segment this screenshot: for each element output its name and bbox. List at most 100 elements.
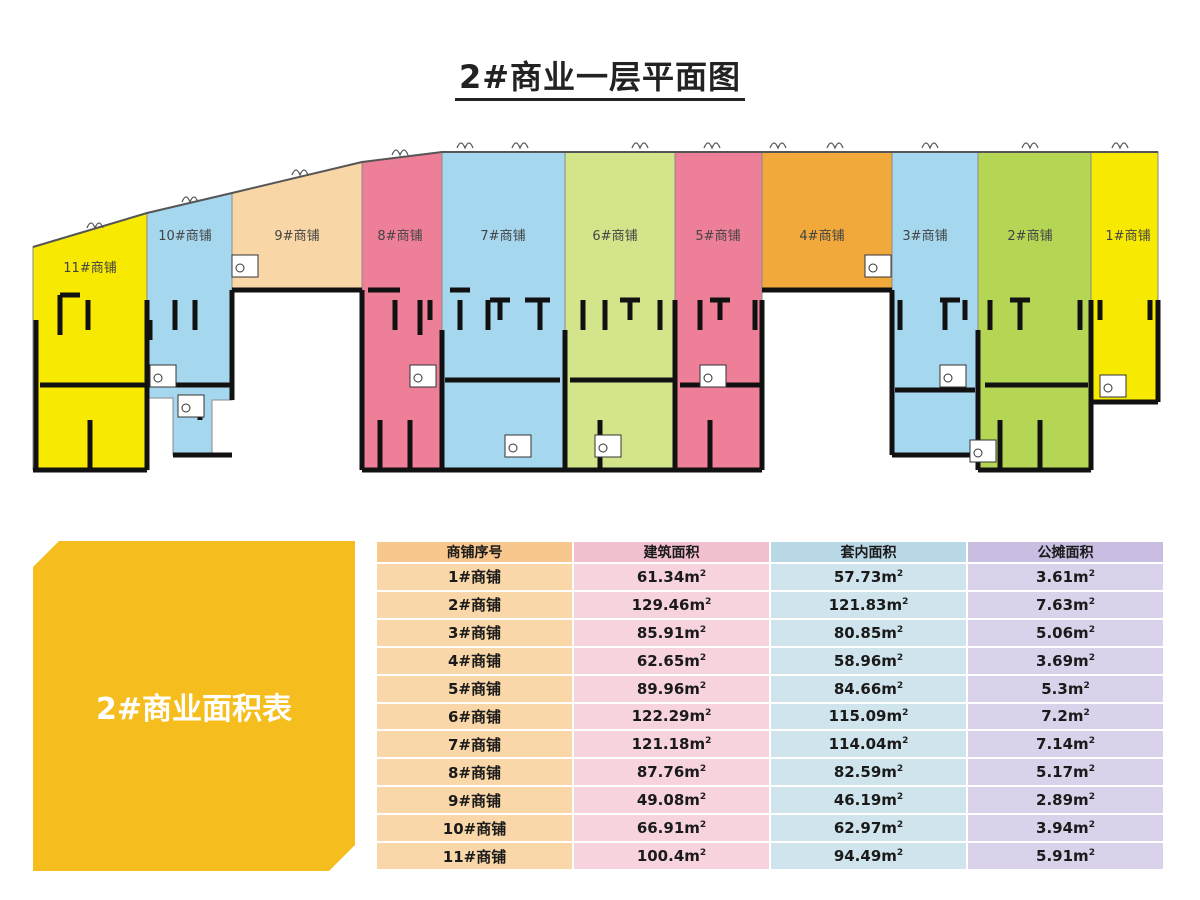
row-shared-area: 7.2m2 [968, 703, 1163, 730]
row-building-area: 61.34m2 [574, 564, 769, 590]
toilet-icon [598, 443, 608, 453]
unit-label: m [684, 847, 700, 866]
unit-superscript: 2 [896, 624, 904, 635]
cell-value: 121.18 [631, 735, 690, 754]
cell-value: 80.85 [833, 623, 882, 642]
cell-value: 129.46 [631, 595, 690, 614]
unit-superscript: 2 [699, 680, 707, 691]
cell-value: 87.76 [636, 763, 685, 782]
shop-11-label: 11#商铺 [63, 261, 116, 276]
cell-value: 2#商铺 [447, 596, 501, 615]
header-shared-area: 公摊面积 [968, 542, 1163, 562]
unit-label: m [1073, 567, 1089, 586]
cell-value: 62.65 [636, 651, 685, 670]
unit-superscript: 2 [896, 568, 904, 579]
unit-superscript: 2 [1083, 680, 1090, 691]
row-building-area: 121.18m2 [574, 731, 769, 758]
unit-label: m [1073, 847, 1089, 866]
page-title-text: 2#商业一层平面图 [454, 58, 746, 101]
cell-value: 10#商铺 [442, 819, 507, 838]
unit-superscript: 2 [896, 792, 904, 803]
unit-superscript: 2 [1088, 596, 1095, 607]
cell-value: 57.73 [833, 567, 882, 586]
row-inner-area: 121.83m2 [771, 591, 966, 618]
toilet-icon [868, 263, 878, 273]
row-inner-area: 84.66m2 [771, 675, 966, 702]
row-shop-name: 8#商铺 [377, 759, 572, 786]
unit-label: m [684, 763, 700, 782]
cell-value: 9#商铺 [447, 791, 501, 810]
toilet-icon [153, 373, 163, 383]
cell-value: 1#商铺 [447, 568, 501, 587]
row-shared-area: 5.17m2 [968, 759, 1163, 786]
row-shop-name: 3#商铺 [377, 619, 572, 646]
header-shop-number: 商铺序号 [377, 542, 572, 562]
unit-label: m [684, 623, 700, 642]
cell-value: 8#商铺 [447, 763, 501, 782]
row-inner-area: 80.85m2 [771, 619, 966, 646]
unit-label: m [1073, 623, 1089, 642]
shop-7-label: 7#商铺 [480, 229, 525, 244]
shop-9-label: 9#商铺 [274, 229, 319, 244]
unit-superscript: 2 [1088, 820, 1095, 831]
unit-label: m [689, 735, 706, 754]
unit-label: m [1067, 679, 1084, 698]
badge-shape [33, 541, 355, 871]
cell-value: 5.3 [1041, 679, 1068, 698]
cell-value: 58.96 [833, 651, 882, 670]
shop-2-label: 2#商铺 [1007, 229, 1052, 244]
unit-superscript: 2 [902, 736, 909, 747]
row-shop-name: 4#商铺 [377, 647, 572, 674]
toilet-icon [235, 263, 245, 273]
restroom-icon [864, 254, 892, 278]
unit-label: m [1067, 707, 1084, 726]
row-inner-area: 46.19m2 [771, 787, 966, 814]
door-swing [456, 142, 474, 150]
unit-superscript: 2 [705, 736, 712, 747]
labels-layer: 1#商铺2#商铺3#商铺4#商铺5#商铺6#商铺7#商铺8#商铺9#商铺10#商… [63, 229, 1150, 276]
restroom-icon [1099, 374, 1127, 398]
row-shared-area: 7.63m2 [968, 591, 1163, 618]
row-inner-area: 57.73m2 [771, 564, 966, 590]
unit-label: m [881, 791, 897, 810]
row-shared-area: 5.06m2 [968, 619, 1163, 646]
row-shop-name: 11#商铺 [377, 843, 572, 869]
shop-10-label: 10#商铺 [158, 229, 211, 244]
cell-value: 7#商铺 [447, 735, 501, 754]
cell-value: 100.4 [636, 847, 685, 866]
row-building-area: 66.91m2 [574, 815, 769, 842]
cell-value: 5#商铺 [447, 680, 501, 699]
shop-1-area [1090, 151, 1159, 403]
door-swing [181, 196, 199, 204]
unit-label: m [881, 623, 897, 642]
unit-label: m [684, 791, 700, 810]
row-shop-name: 2#商铺 [377, 591, 572, 618]
toilet-icon [943, 373, 953, 383]
cell-value: 85.91 [636, 623, 685, 642]
unit-superscript: 2 [902, 708, 909, 719]
unit-superscript: 2 [1088, 624, 1095, 635]
cell-value: 62.97 [833, 819, 882, 838]
unit-label: m [881, 819, 897, 838]
unit-superscript: 2 [699, 820, 707, 831]
cell-value: 11#商铺 [442, 847, 507, 866]
restroom-icon [149, 364, 177, 388]
row-shared-area: 5.91m2 [968, 843, 1163, 869]
unit-label: m [886, 595, 903, 614]
cell-value: 3.94 [1036, 819, 1074, 838]
row-shop-name: 1#商铺 [377, 564, 572, 590]
row-shared-area: 3.69m2 [968, 647, 1163, 674]
cell-value: 66.91 [636, 819, 685, 838]
cell-value: 122.29 [631, 707, 690, 726]
row-shared-area: 3.94m2 [968, 815, 1163, 842]
cell-value: 115.09 [828, 707, 887, 726]
unit-superscript: 2 [902, 596, 909, 607]
shop-2-area [977, 151, 1092, 471]
